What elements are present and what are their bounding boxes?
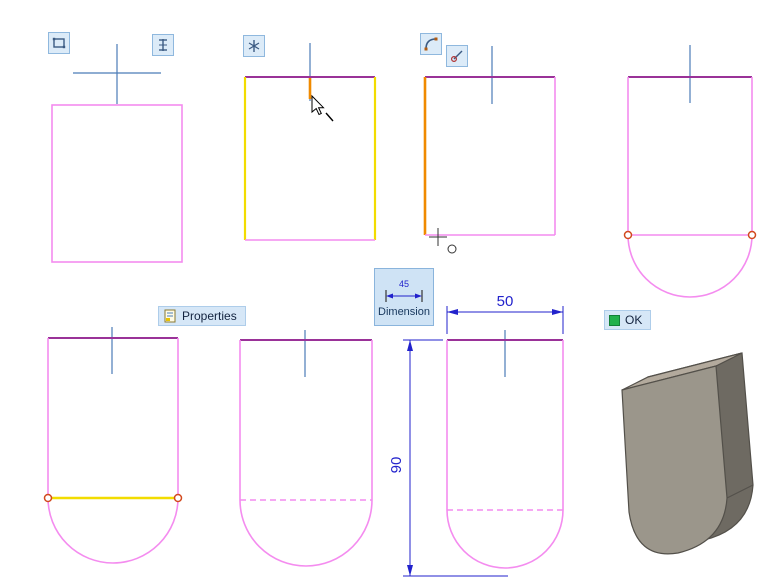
bottom-arc xyxy=(446,509,564,569)
bottom-arc xyxy=(239,499,373,567)
rectangle-tool-button[interactable] xyxy=(48,32,70,54)
dimension-icon: 45 xyxy=(385,279,423,302)
trim-button[interactable] xyxy=(446,45,468,67)
properties-button[interactable]: Properties xyxy=(158,306,246,326)
step7-sketch: 50 90 xyxy=(388,293,564,577)
dimension-height-value[interactable]: 90 xyxy=(388,457,405,474)
cursor-circle-mark xyxy=(447,244,457,254)
bottom-arc xyxy=(47,497,179,564)
dimension-height: 90 xyxy=(388,339,508,577)
arrowhead-right xyxy=(552,309,563,315)
tangent-arc-button[interactable] xyxy=(420,33,442,55)
step8-solid xyxy=(621,352,754,555)
arrowhead-bottom xyxy=(407,565,413,576)
endpoint-left xyxy=(43,493,53,503)
solid-front-face xyxy=(621,365,728,555)
step3-sketch xyxy=(423,46,556,254)
tangent-arc-icon xyxy=(424,37,438,51)
arrow-cursor xyxy=(311,94,325,116)
solid-bottom-edge xyxy=(726,484,754,499)
dimension-button[interactable]: 45 Dimension xyxy=(374,268,434,326)
properties-icon xyxy=(164,309,176,323)
arrowhead-left xyxy=(447,309,458,315)
endpoint-left xyxy=(623,230,633,240)
endpoint-right xyxy=(747,230,757,240)
cursor-pencil-mark xyxy=(325,112,334,122)
centerline-tool-button[interactable] xyxy=(152,34,174,56)
step6-sketch xyxy=(239,330,373,567)
arrowhead-top xyxy=(407,340,413,351)
endpoint-right xyxy=(173,493,183,503)
dimension-label: Dimension xyxy=(378,305,430,318)
properties-label: Properties xyxy=(182,309,237,323)
step5-sketch xyxy=(43,327,183,564)
split-entities-button[interactable] xyxy=(243,35,265,57)
split-entities-icon xyxy=(248,40,260,52)
step4-sketch xyxy=(623,45,757,298)
ok-icon xyxy=(609,314,620,326)
trim-icon xyxy=(450,50,463,63)
bottom-arc xyxy=(627,234,753,298)
step1-sketch xyxy=(51,44,183,263)
ok-label: OK xyxy=(625,313,643,327)
dimension-icon-value: 45 xyxy=(399,279,409,289)
centerline-icon xyxy=(159,39,167,51)
dimension-width-value[interactable]: 50 xyxy=(497,293,514,310)
step2-sketch xyxy=(243,43,377,241)
dimension-width: 50 xyxy=(446,293,564,334)
sketch-rectangle xyxy=(51,104,183,263)
crosshair-cursor xyxy=(429,228,457,254)
ok-button[interactable]: OK xyxy=(604,310,652,330)
rectangle-tool-icon xyxy=(52,37,66,49)
